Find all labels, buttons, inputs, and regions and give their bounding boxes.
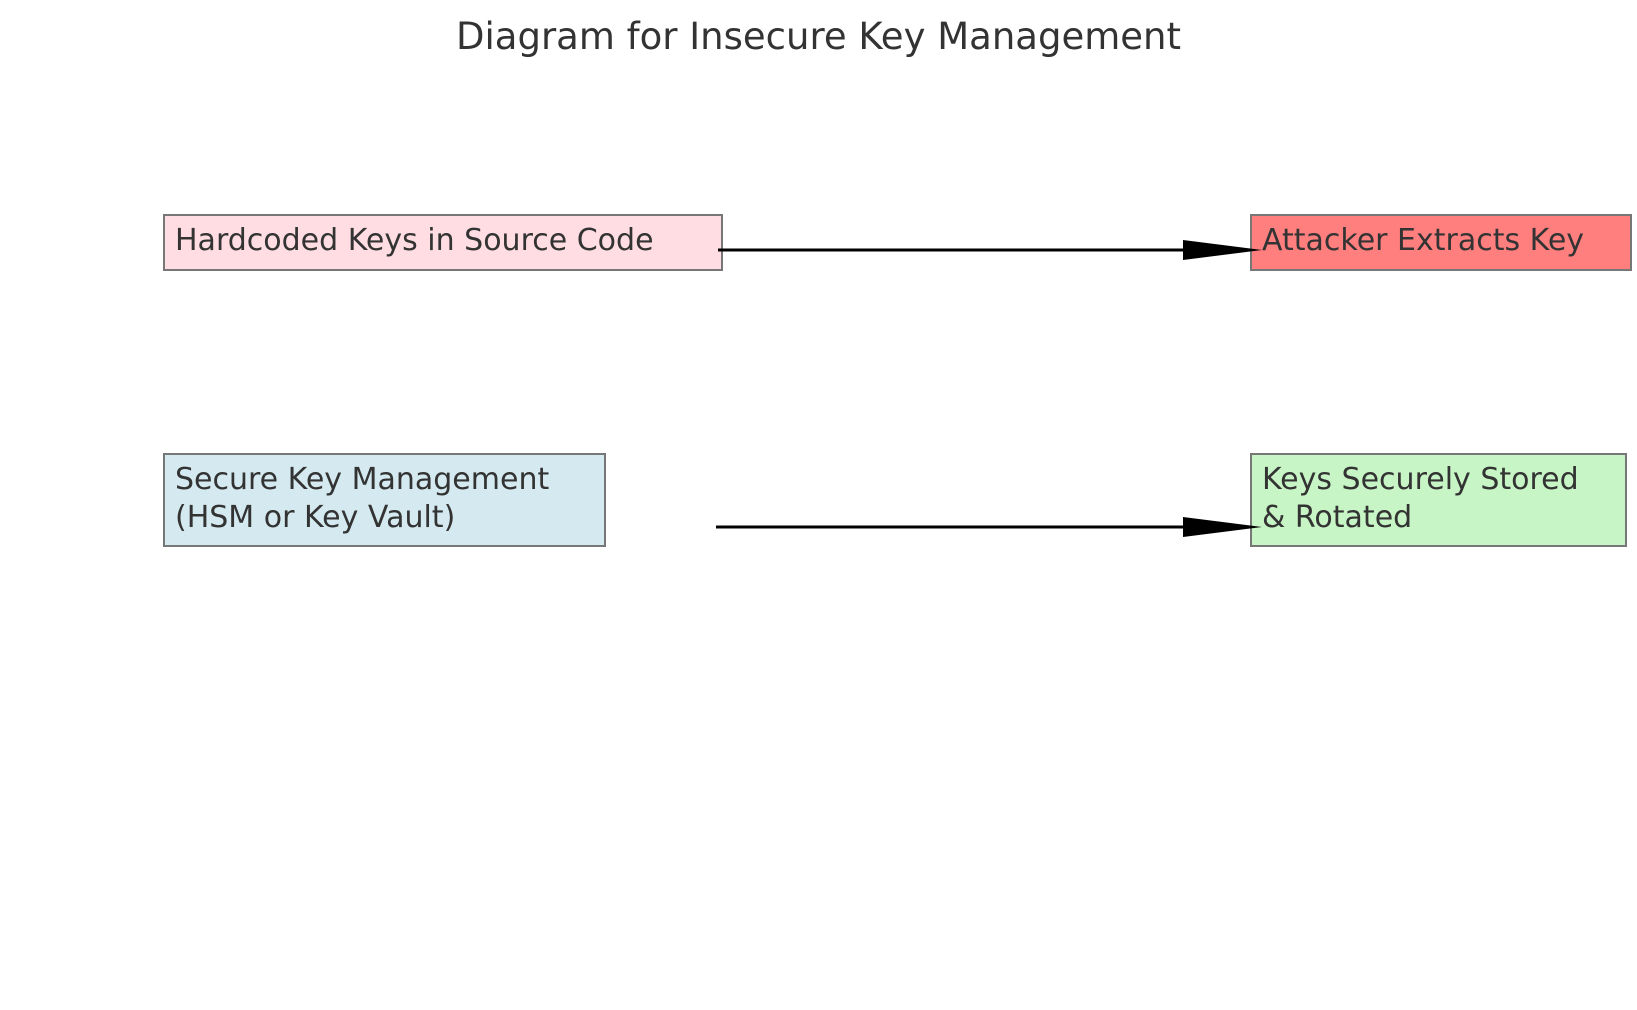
node-secure-key-management: Secure Key Management (HSM or Key Vault) bbox=[163, 453, 606, 547]
edge-secure-to-stored bbox=[716, 517, 1262, 537]
node-label-line: Attacker Extracts Key bbox=[1262, 223, 1585, 258]
edge-hardcoded-to-attacker bbox=[718, 240, 1262, 260]
node-attacker-extracts-key: Attacker Extracts Key bbox=[1250, 214, 1632, 271]
node-label-line: Keys Securely Stored bbox=[1262, 462, 1579, 497]
node-keys-securely-stored: Keys Securely Stored & Rotated bbox=[1250, 453, 1627, 547]
node-label-line: & Rotated bbox=[1262, 500, 1413, 535]
diagram-title: Diagram for Insecure Key Management bbox=[456, 15, 1181, 58]
node-label-line: Secure Key Management bbox=[175, 462, 550, 497]
node-hardcoded-keys: Hardcoded Keys in Source Code bbox=[163, 214, 723, 271]
node-label-line: Hardcoded Keys in Source Code bbox=[175, 223, 654, 258]
node-label-line: (HSM or Key Vault) bbox=[175, 500, 456, 535]
